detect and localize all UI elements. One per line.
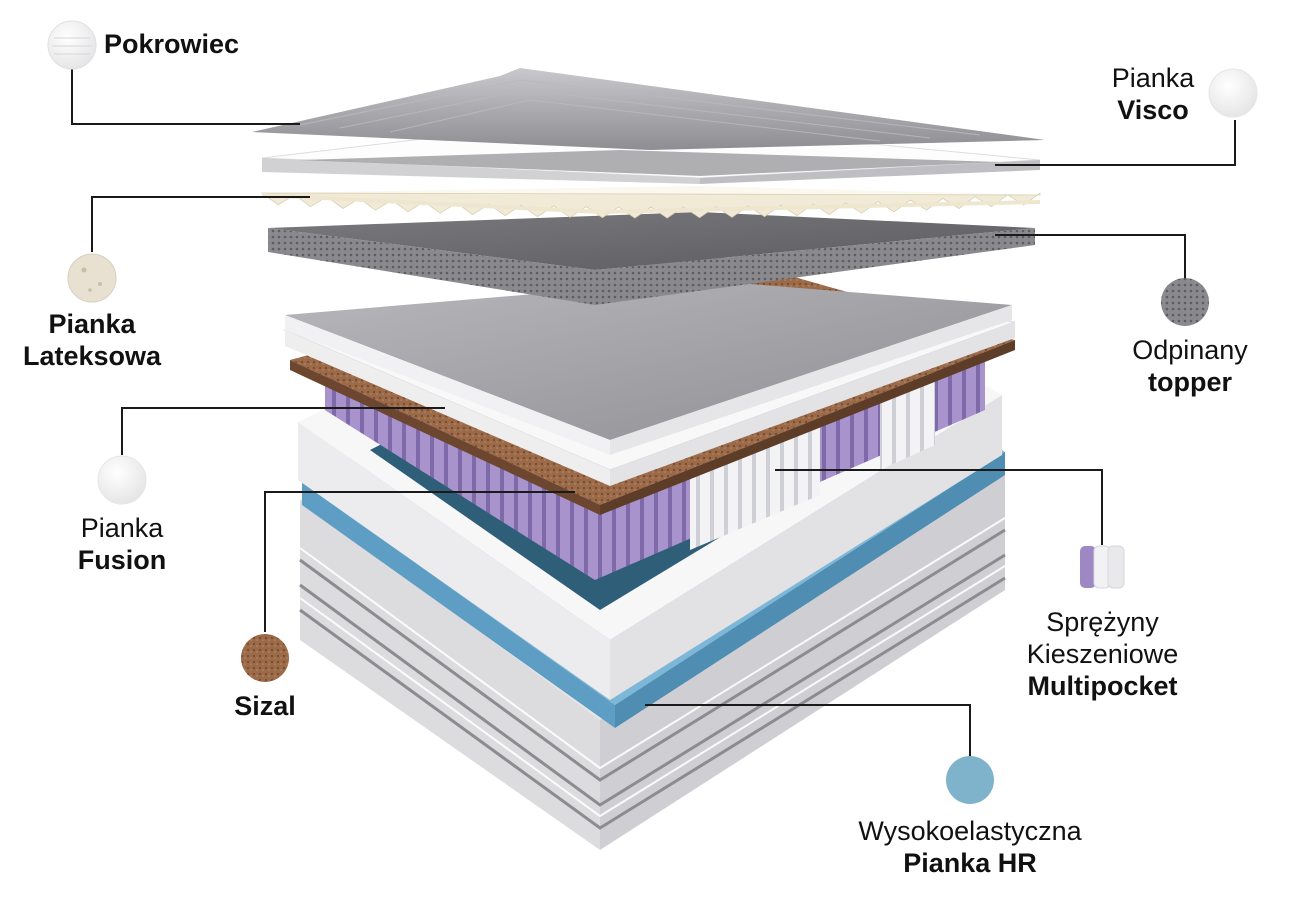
label-multipocket: Sprężyny Kieszeniowe Multipocket xyxy=(1005,606,1200,702)
leader-lines xyxy=(71,68,1236,757)
label-sizal-bold: Sizal xyxy=(234,691,296,721)
label-hr: Wysokoelastyczna Pianka HR xyxy=(830,815,1110,879)
label-multipocket-bold: Multipocket xyxy=(1027,671,1178,701)
label-pokrowiec-bold: Pokrowiec xyxy=(104,29,240,59)
label-hr-normal: Wysokoelastyczna xyxy=(858,816,1082,846)
label-visco-bold: Visco xyxy=(1117,95,1189,125)
leader-visco xyxy=(995,120,1236,166)
swatch-fusion xyxy=(97,455,147,505)
label-multipocket-normal2: Kieszeniowe xyxy=(1026,639,1179,669)
leader-multipocket xyxy=(775,469,1103,545)
swatch-multipocket xyxy=(1080,545,1125,589)
label-topper: Odpinany topper xyxy=(1110,334,1270,398)
label-fusion: Pianka Fusion xyxy=(57,512,187,576)
leader-sizal xyxy=(264,491,575,632)
swatch-pokrowiec xyxy=(47,20,97,70)
swatch-lateksowa xyxy=(67,253,117,303)
swatch-topper xyxy=(1161,278,1209,326)
label-hr-bold: Pianka HR xyxy=(903,848,1037,878)
leader-pokrowiec xyxy=(71,68,300,125)
label-pokrowiec: Pokrowiec xyxy=(104,28,239,60)
label-topper-normal: Odpinany xyxy=(1132,335,1248,365)
leader-topper xyxy=(995,234,1186,278)
label-visco-normal: Pianka xyxy=(1111,63,1195,93)
leader-lateksowa xyxy=(91,196,310,252)
fusion-foam-layer xyxy=(283,277,1016,486)
swatch-visco xyxy=(1208,68,1258,118)
label-lateksowa-bold1: Pianka xyxy=(48,309,136,339)
label-lateksowa-bold2: Lateksowa xyxy=(22,341,162,371)
leader-fusion xyxy=(121,407,445,455)
leader-hr xyxy=(645,704,971,757)
swatch-sizal xyxy=(241,634,289,682)
label-topper-bold: topper xyxy=(1148,367,1232,397)
label-fusion-bold: Fusion xyxy=(77,545,167,575)
label-visco: Pianka Visco xyxy=(1088,62,1218,126)
label-lateksowa: Pianka Lateksowa xyxy=(2,308,182,372)
label-fusion-normal: Pianka xyxy=(80,513,164,543)
latex-layer xyxy=(260,186,1041,219)
swatch-hr xyxy=(946,756,994,804)
label-multipocket-normal1: Sprężyny xyxy=(1046,607,1159,637)
topper-layer xyxy=(268,212,1035,305)
label-sizal: Sizal xyxy=(215,690,315,722)
swatches xyxy=(47,20,1258,804)
cover-layer xyxy=(252,68,1045,150)
